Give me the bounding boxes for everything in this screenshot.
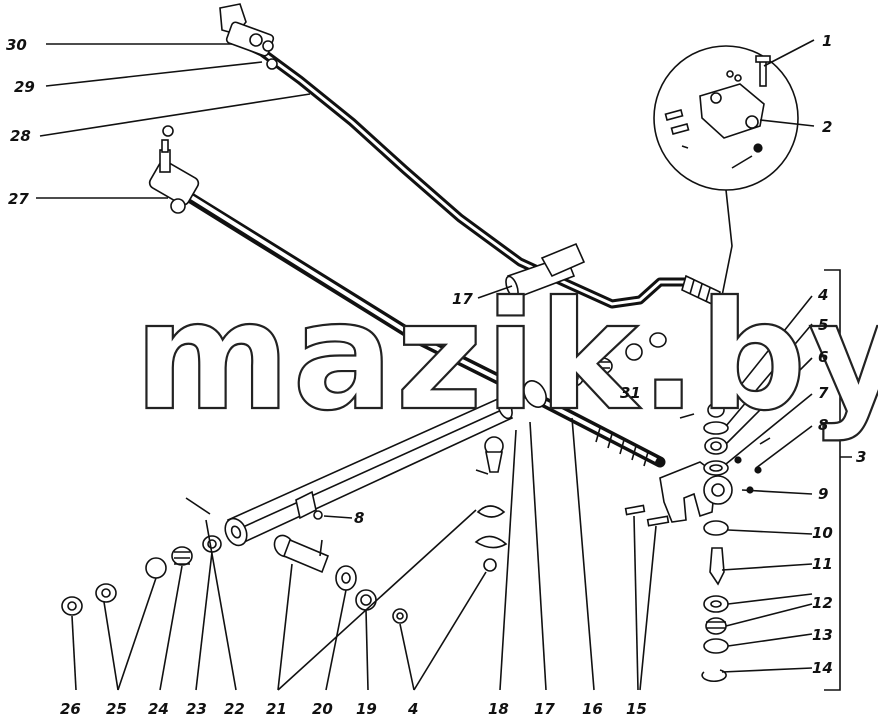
watermark: mazik.by	[134, 270, 878, 444]
parts-31	[564, 332, 667, 387]
leader-lines	[36, 39, 815, 691]
callout-22: 22	[224, 700, 245, 718]
callout-17: 17	[534, 700, 555, 718]
callout-26: 26	[60, 700, 81, 718]
callout-13: 13	[812, 626, 833, 644]
threaded-end-right	[681, 274, 721, 308]
callout-25: 25	[106, 700, 127, 718]
callout-17-upper: 17	[452, 290, 473, 308]
callout-30: 30	[6, 36, 27, 54]
callout-19: 19	[356, 700, 377, 718]
sleeve-upper	[505, 242, 586, 300]
callout-8-left: 8	[354, 509, 364, 527]
rod-end-fitting-upper	[219, 3, 278, 70]
callout-24: 24	[148, 700, 169, 718]
callout-1: 1	[822, 32, 832, 50]
callout-8: 8	[818, 416, 828, 434]
washer-small-parts	[313, 505, 508, 624]
callout-4-bottom: 4	[407, 700, 418, 718]
callout-20: 20	[312, 700, 333, 718]
callout-11: 11	[812, 555, 833, 573]
drag-link-rod	[227, 33, 721, 309]
ball-pin-18	[475, 436, 504, 475]
callout-15: 15	[626, 700, 647, 718]
callout-27: 27	[8, 190, 29, 208]
callout-4: 4	[817, 286, 828, 304]
callout-31: 31	[620, 384, 641, 402]
callout-23: 23	[186, 700, 207, 718]
spring-parts-left	[61, 497, 222, 616]
tie-rod-end-left	[148, 125, 200, 214]
callout-9: 9	[818, 485, 828, 503]
detail-inset	[653, 45, 799, 297]
callout-12: 12	[812, 594, 833, 612]
callout-21: 21	[266, 700, 287, 718]
bolts-15	[624, 504, 670, 527]
callout-29: 29	[14, 78, 35, 96]
callout-14: 14	[812, 659, 833, 677]
group-bracket	[824, 269, 852, 691]
ball-pin-21	[273, 534, 330, 574]
tie-rod	[172, 184, 666, 468]
callout-6: 6	[818, 348, 828, 366]
callout-7: 7	[818, 384, 829, 402]
short-rod	[224, 396, 514, 547]
callout-18: 18	[488, 700, 509, 718]
callout-3: 3	[856, 448, 866, 466]
callout-16: 16	[582, 700, 603, 718]
tie-rod-clamp	[499, 355, 547, 408]
callout-10: 10	[812, 524, 833, 542]
callout-2: 2	[822, 118, 832, 136]
callout-5: 5	[818, 316, 828, 334]
ball-joint-stack	[679, 402, 771, 683]
callout-28: 28	[10, 127, 31, 145]
callout-labels: 30 29 28 27 1 2 3 4 5 6 7 8 9 10 11 12 1…	[6, 32, 866, 718]
tie-rod-fork-right	[659, 461, 733, 523]
